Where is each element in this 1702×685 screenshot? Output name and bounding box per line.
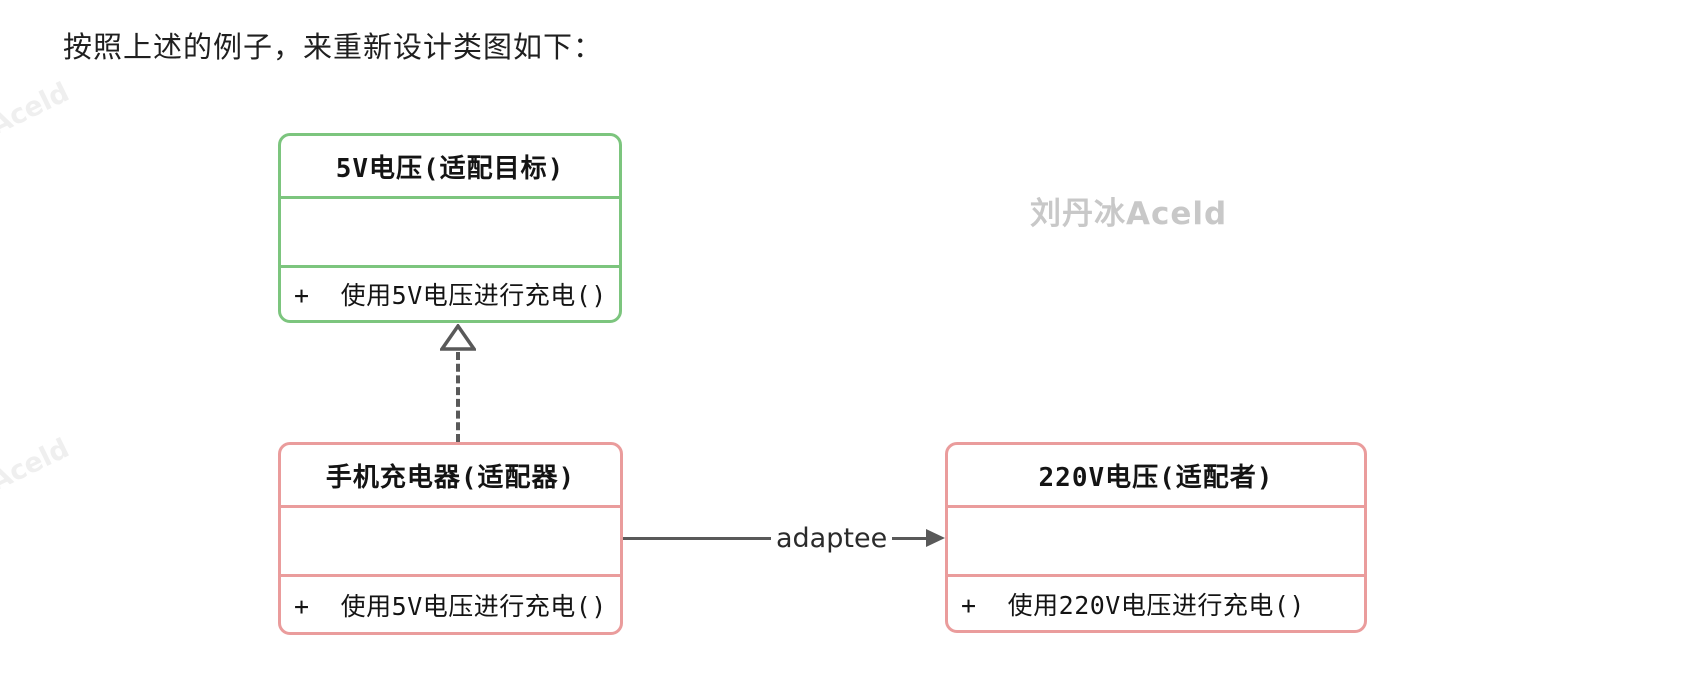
class-title-target: 5V电压(适配目标) [335, 153, 565, 184]
association-arrow: adaptee [623, 519, 945, 557]
association-line-left [623, 536, 771, 540]
class-attributes-target [281, 196, 619, 265]
class-box-target: 5V电压(适配目标) + 使用5V电压进行充电() [278, 133, 622, 323]
class-box-adaptee: 220V电压(适配者) + 使用220V电压进行充电() [945, 442, 1367, 633]
arrowhead-icon [926, 529, 945, 547]
realization-dashed-line [456, 352, 460, 442]
association-line-right [892, 536, 926, 540]
association-label: adaptee [776, 522, 888, 554]
class-attributes-adapter [281, 505, 620, 574]
page-heading: 按照上述的例子，来重新设计类图如下： [63, 30, 604, 64]
class-title-adapter: 手机充电器(适配器) [325, 462, 576, 493]
watermark-diagonal-bottom: Aceld [0, 432, 75, 498]
realization-triangle-icon [438, 322, 478, 351]
watermark-author: 刘丹冰Aceld [1030, 196, 1228, 232]
class-method-adaptee: + 使用220V电压进行充电() [948, 574, 1364, 630]
class-method-target: + 使用5V电压进行充电() [281, 265, 619, 320]
watermark-diagonal-top: Aceld [0, 76, 75, 142]
class-method-adapter: + 使用5V电压进行充电() [281, 574, 620, 632]
class-title-adaptee: 220V电压(适配者) [1038, 462, 1274, 493]
class-box-adapter: 手机充电器(适配器) + 使用5V电压进行充电() [278, 442, 623, 635]
class-attributes-adaptee [948, 505, 1364, 574]
